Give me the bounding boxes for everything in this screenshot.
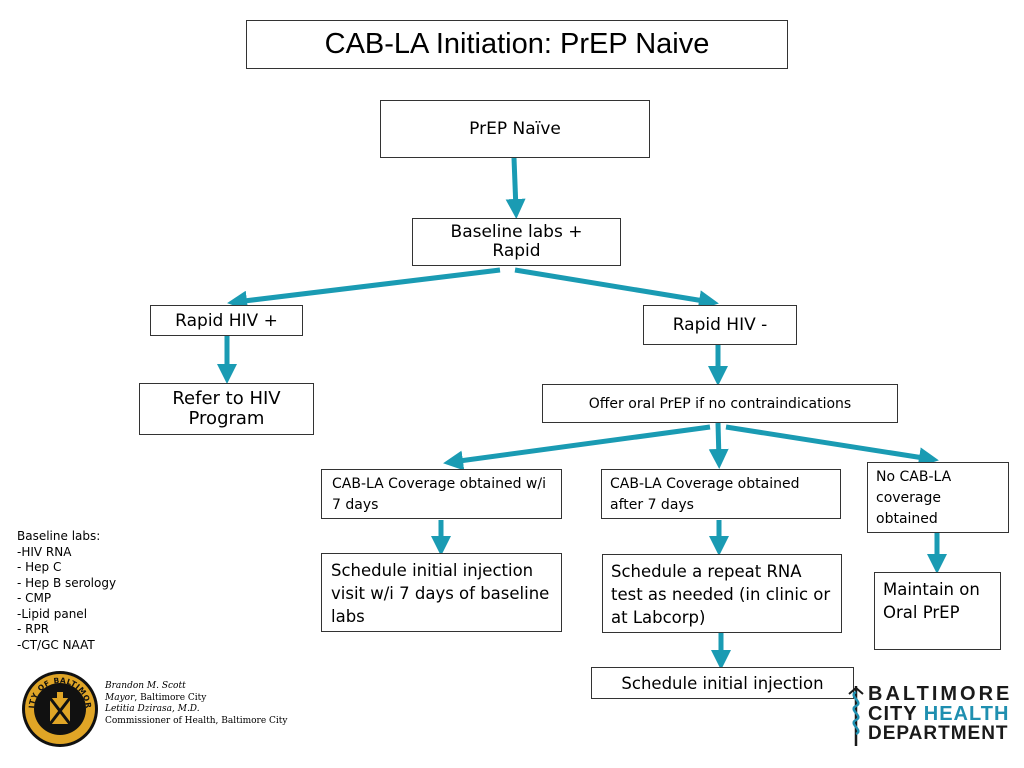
arrow-baseline-to-hiv-neg bbox=[514, 267, 719, 311]
node-rapid-hiv-positive: Rapid HIV + bbox=[150, 305, 303, 336]
mayor-name: Brandon M. Scott bbox=[105, 681, 186, 691]
node-schedule-initial-injection: Schedule initial injection bbox=[591, 667, 854, 699]
node-schedule-repeat-rna: Schedule a repeat RNA test as needed (in… bbox=[602, 554, 842, 633]
node-coverage-within-7: CAB-LA Coverage obtained w/i 7 days bbox=[321, 469, 562, 519]
node-baseline-labs: Baseline labs + Rapid bbox=[412, 218, 621, 266]
node-prep-naive: PrEP Naïve bbox=[380, 100, 650, 158]
baseline-lab-item: -Lipid panel bbox=[17, 606, 88, 621]
baseline-lab-item: - RPR bbox=[17, 622, 50, 636]
arrow-baseline-to-hiv-pos bbox=[227, 267, 501, 311]
signature-block: Brandon M. Scott Mayor, Baltimore City L… bbox=[105, 681, 288, 727]
node-no-coverage: No CAB-LA coverage obtained bbox=[867, 462, 1009, 533]
health-department-logo: BALTIMORE CITY HEALTH DEPARTMENT bbox=[846, 684, 1009, 748]
baseline-lab-item: - Hep B serology bbox=[17, 575, 117, 590]
baseline-lab-item: - Hep C bbox=[17, 560, 62, 574]
commissioner-name: Letitia Dzirasa, M.D. bbox=[105, 704, 200, 714]
commissioner-title: Commissioner of Health, Baltimore City bbox=[105, 715, 288, 726]
arrow-offer-to-within bbox=[443, 424, 711, 471]
node-rapid-hiv-negative: Rapid HIV - bbox=[643, 305, 797, 345]
logo-line-department: DEPARTMENT bbox=[868, 723, 1009, 744]
node-offer-oral-prep: Offer oral PrEP if no contraindications bbox=[542, 384, 898, 423]
arrow-offer-to-after bbox=[708, 422, 729, 469]
caduceus-icon bbox=[848, 686, 864, 746]
mayor-title: Mayor, Baltimore City bbox=[105, 692, 207, 703]
arrow-offer-to-nocov bbox=[725, 424, 939, 468]
baseline-labs-list: Baseline labs: -HIV RNA - Hep C - Hep B … bbox=[17, 529, 116, 653]
city-of-baltimore-seal: CITY OF BALTIMORE bbox=[21, 670, 98, 747]
node-refer-hiv-program: Refer to HIV Program bbox=[139, 383, 314, 435]
node-maintain-oral-prep: Maintain on Oral PrEP bbox=[874, 572, 1001, 650]
baseline-lab-item: -CT/GC NAAT bbox=[17, 637, 95, 652]
node-schedule-initial-7-days: Schedule initial injection visit w/i 7 d… bbox=[321, 553, 562, 632]
baseline-labs-heading: Baseline labs: bbox=[17, 529, 101, 543]
baseline-lab-item: -HIV RNA bbox=[17, 544, 72, 559]
arrow-naive-to-baseline bbox=[505, 157, 526, 219]
logo-line-city-health: CITY HEALTH bbox=[868, 703, 1010, 725]
logo-line-baltimore: BALTIMORE bbox=[868, 683, 1013, 705]
baseline-lab-item: - CMP bbox=[17, 591, 52, 605]
page-title: CAB-LA Initiation: PrEP Naive bbox=[246, 20, 788, 69]
node-coverage-after-7: CAB-LA Coverage obtained after 7 days bbox=[601, 469, 841, 519]
